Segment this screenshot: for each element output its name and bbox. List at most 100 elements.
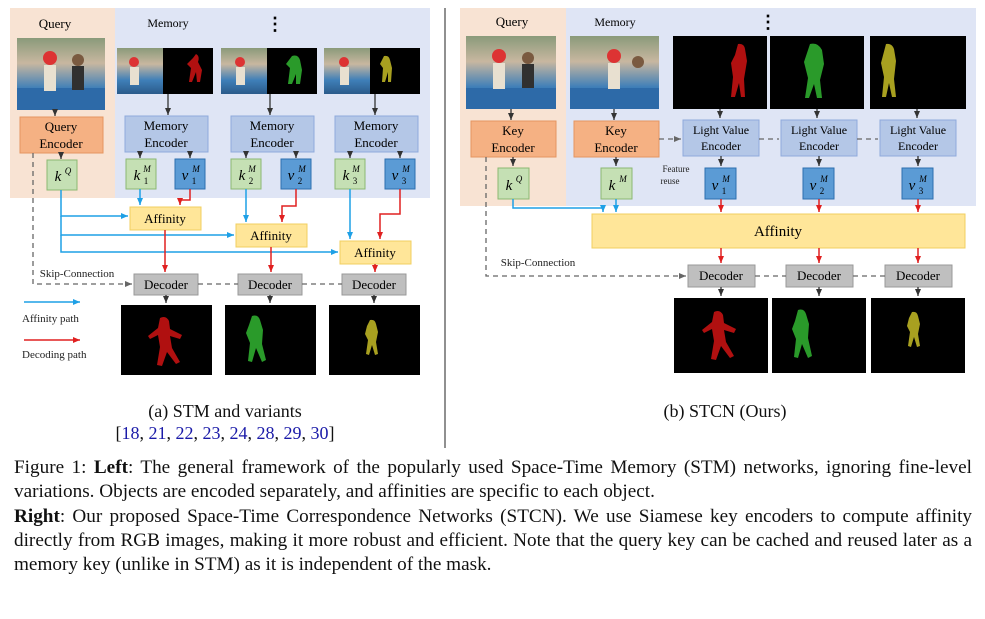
svg-text:Encoder: Encoder	[701, 139, 741, 153]
caption-right-text: : Our proposed Space-Time Correspondence…	[14, 505, 972, 576]
svg-text:Encoder: Encoder	[354, 135, 398, 150]
svg-text:Encoder: Encoder	[39, 136, 83, 151]
right-memory-mask-1-image	[673, 36, 767, 109]
left-memory-frame-2-image	[221, 48, 267, 94]
svg-text:v: v	[392, 168, 399, 184]
right-memory-key: k M	[600, 167, 633, 200]
right-light-value-encoder-1: Light Value Encoder	[682, 119, 760, 157]
svg-text:Decoder: Decoder	[248, 277, 293, 292]
ref-link[interactable]: 21	[148, 423, 167, 443]
left-query-key: k Q	[46, 159, 78, 191]
svg-text:Query: Query	[45, 119, 78, 134]
right-feature-reuse-label-1: Feature	[663, 164, 690, 174]
left-memory-value-2: v M 2	[280, 158, 312, 190]
left-memory-key-1: k M 1	[125, 158, 157, 190]
right-memory-frame-image	[570, 36, 659, 109]
svg-text:Memory: Memory	[144, 118, 189, 133]
svg-text:M: M	[401, 164, 410, 174]
left-memory-encoder-1: Memory Encoder	[124, 115, 209, 153]
svg-text:2: 2	[820, 186, 825, 196]
ref-link[interactable]: 28	[256, 423, 275, 443]
caption-label: Figure 1:	[14, 457, 87, 478]
svg-text:M: M	[618, 174, 627, 184]
svg-text:3: 3	[353, 176, 358, 186]
svg-text:2: 2	[249, 176, 254, 186]
left-ellipsis: ⋮	[266, 14, 284, 34]
svg-text:Affinity: Affinity	[754, 224, 803, 240]
right-memory-value-1: v M 1	[704, 167, 737, 200]
left-memory-frame-1-image	[117, 48, 163, 94]
left-memory-value-3: v M 3	[384, 158, 416, 190]
svg-text:k: k	[134, 168, 141, 184]
svg-text:v: v	[712, 178, 719, 194]
svg-text:Affinity: Affinity	[144, 211, 186, 226]
svg-text:k: k	[239, 168, 246, 184]
left-skip-connection-label: Skip-Connection	[40, 268, 115, 280]
right-light-value-encoder-2: Light Value Encoder	[780, 119, 858, 157]
svg-text:Decoder: Decoder	[896, 268, 941, 283]
right-memory-value-2: v M 2	[802, 167, 835, 200]
left-memory-mask-2-image	[267, 48, 317, 94]
right-decoder-3: Decoder	[884, 264, 953, 288]
svg-text:M: M	[297, 164, 306, 174]
ref-link[interactable]: 23	[202, 423, 221, 443]
right-query-label: Query	[496, 14, 529, 29]
svg-text:Decoder: Decoder	[144, 277, 189, 292]
svg-text:k: k	[343, 168, 350, 184]
ref-link[interactable]: 18	[121, 423, 140, 443]
svg-text:1: 1	[144, 176, 149, 186]
left-query-frame-image	[17, 38, 105, 110]
subcaption-a-title: (a) STM and variants	[148, 401, 302, 421]
left-memory-mask-1-image	[163, 48, 213, 94]
svg-text:M: M	[721, 174, 730, 184]
svg-text:Light Value: Light Value	[791, 123, 847, 137]
caption-left-text: : The general framework of the popularly…	[14, 457, 972, 503]
svg-text:M: M	[142, 164, 151, 174]
svg-text:3: 3	[919, 186, 924, 196]
svg-text:Decoder: Decoder	[352, 277, 397, 292]
left-panel: Query Memory ⋮	[10, 8, 430, 375]
right-output-mask-3-image	[871, 298, 965, 373]
left-skip-connection-line	[32, 153, 132, 287]
left-output-mask-3-image	[329, 305, 420, 375]
right-query-key: k Q	[497, 167, 530, 200]
legend-affinity-path-label: Affinity path	[22, 313, 79, 325]
svg-text:Q: Q	[516, 174, 523, 184]
svg-text:Light Value: Light Value	[890, 123, 946, 137]
svg-text:k: k	[506, 178, 513, 194]
ref-link[interactable]: 24	[229, 423, 248, 443]
right-memory-key-encoder: Key Encoder	[573, 120, 660, 158]
left-memory-value-1: v M 1	[174, 158, 206, 190]
left-query-label: Query	[39, 16, 72, 31]
svg-text:M: M	[351, 164, 360, 174]
left-output-mask-1-image	[121, 305, 212, 375]
svg-text:Affinity: Affinity	[354, 245, 396, 260]
right-panel: Query Memory ⋮	[460, 8, 976, 373]
svg-text:2: 2	[298, 176, 303, 186]
svg-text:v: v	[909, 178, 916, 194]
right-memory-label: Memory	[594, 15, 635, 29]
svg-text:v: v	[810, 178, 817, 194]
svg-text:Encoder: Encoder	[799, 139, 839, 153]
ref-link[interactable]: 29	[283, 423, 302, 443]
caption-left-bold: Left	[93, 457, 128, 478]
subcaption-b: (b) STCN (Ours)	[663, 401, 787, 421]
right-light-value-encoder-3: Light Value Encoder	[879, 119, 957, 157]
svg-text:Memory: Memory	[354, 118, 399, 133]
svg-text:Encoder: Encoder	[491, 140, 535, 155]
ref-link[interactable]: 22	[175, 423, 194, 443]
svg-text:M: M	[819, 174, 828, 184]
left-affinity-box-1: Affinity	[129, 206, 202, 231]
right-output-mask-2-image	[772, 298, 866, 373]
left-memory-key-2: k M 2	[230, 158, 262, 190]
right-memory-mask-2-image	[770, 36, 864, 109]
subcaption-a: (a) STM and variants [18, 21, 22, 23, 24…	[60, 400, 390, 444]
svg-text:Decoder: Decoder	[797, 268, 842, 283]
svg-text:Decoder: Decoder	[699, 268, 744, 283]
svg-text:Affinity: Affinity	[250, 228, 292, 243]
ref-link[interactable]: 30	[310, 423, 329, 443]
right-decoding-paths	[718, 199, 921, 263]
left-memory-encoder-3: Memory Encoder	[334, 115, 419, 153]
svg-text:k: k	[609, 178, 616, 194]
svg-text:k: k	[55, 169, 62, 185]
